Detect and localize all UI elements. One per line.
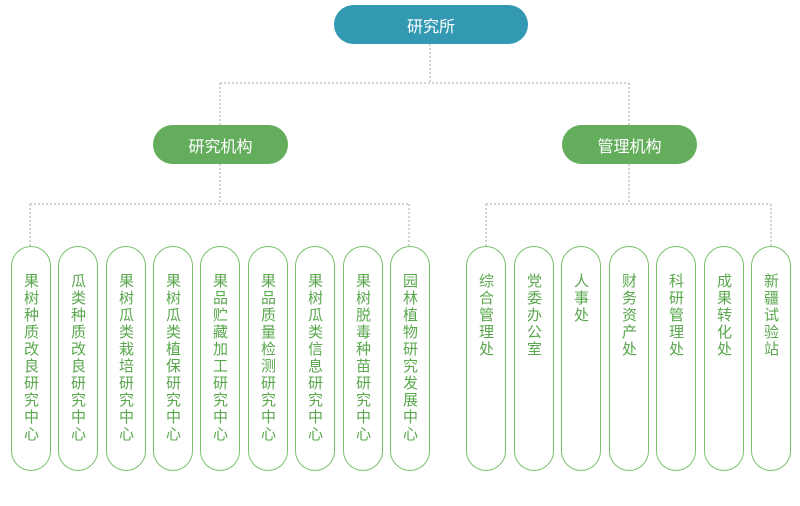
unit-node: 综合管理处 (466, 246, 506, 471)
branch-research-institutes: 研究机构 (153, 125, 288, 164)
unit-label: 果树种质改良研究中心 (22, 273, 40, 443)
branch-management-offices: 管理机构 (562, 125, 697, 164)
unit-node: 财务资产处 (609, 246, 649, 471)
unit-node: 果树种质改良研究中心 (11, 246, 51, 471)
unit-node: 人事处 (561, 246, 601, 471)
root-node: 研究所 (334, 5, 528, 44)
unit-node: 成果转化处 (704, 246, 744, 471)
unit-label: 成果转化处 (715, 273, 733, 358)
branch-label: 研究机构 (188, 136, 253, 156)
root-label: 研究所 (406, 16, 455, 36)
unit-label: 瓜类种质改良研究中心 (69, 273, 87, 443)
unit-node: 新疆试验站 (751, 246, 791, 471)
unit-node: 果树瓜类信息研究中心 (295, 246, 335, 471)
unit-node: 果树瓜类植保研究中心 (153, 246, 193, 471)
branch-label: 管理机构 (597, 136, 662, 156)
unit-label: 新疆试验站 (762, 273, 780, 358)
unit-node: 园林植物研究发展中心 (390, 246, 430, 471)
unit-label: 果树瓜类植保研究中心 (164, 273, 182, 443)
unit-label: 果品贮藏加工研究中心 (211, 273, 229, 443)
unit-node: 瓜类种质改良研究中心 (58, 246, 98, 471)
unit-label: 果树脱毒种苗研究中心 (354, 273, 372, 443)
unit-label: 人事处 (572, 273, 590, 324)
unit-label: 果品质量检测研究中心 (259, 273, 277, 443)
unit-label: 财务资产处 (620, 273, 638, 358)
unit-node: 果树瓜类栽培研究中心 (106, 246, 146, 471)
unit-node: 党委办公室 (514, 246, 554, 471)
unit-label: 果树瓜类栽培研究中心 (117, 273, 135, 443)
unit-label: 果树瓜类信息研究中心 (306, 273, 324, 443)
unit-label: 党委办公室 (525, 273, 543, 358)
unit-label: 园林植物研究发展中心 (401, 273, 419, 443)
unit-label: 科研管理处 (667, 273, 685, 358)
unit-node: 果树脱毒种苗研究中心 (343, 246, 383, 471)
unit-label: 综合管理处 (477, 273, 495, 358)
unit-node: 果品质量检测研究中心 (248, 246, 288, 471)
unit-node: 科研管理处 (656, 246, 696, 471)
unit-node: 果品贮藏加工研究中心 (200, 246, 240, 471)
